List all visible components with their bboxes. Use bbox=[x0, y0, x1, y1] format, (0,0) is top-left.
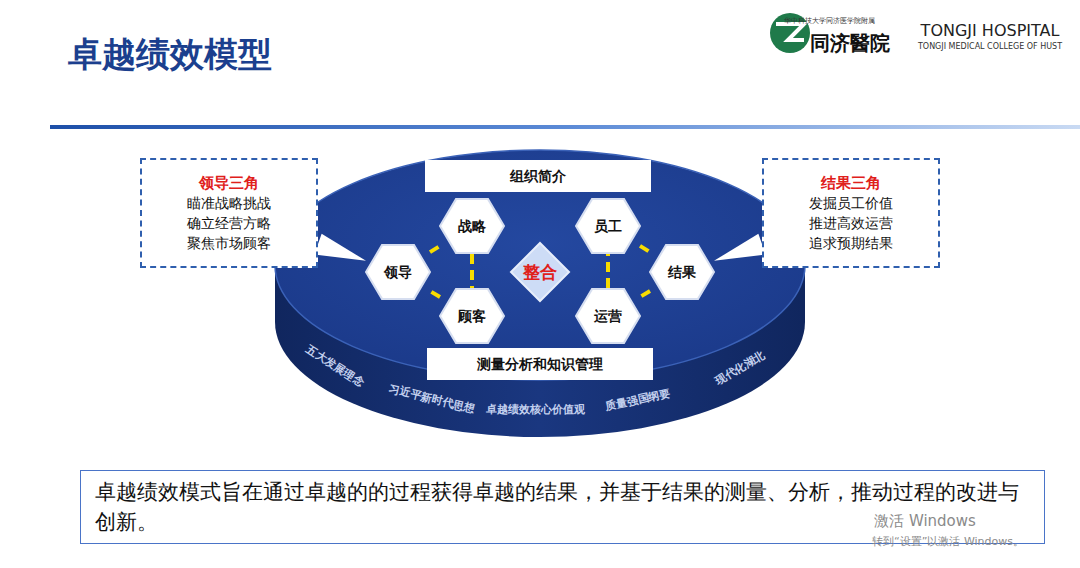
node-label: 顾客 bbox=[458, 307, 486, 325]
triangle-dashed-link bbox=[640, 246, 650, 252]
triangle-dashed-link bbox=[430, 291, 440, 297]
node-label: 整合 bbox=[523, 263, 557, 281]
integration-diamond: 整合 bbox=[511, 243, 569, 301]
node-label: 测量分析和知识管理 bbox=[477, 355, 603, 373]
hexagon-node: 战略 bbox=[440, 198, 504, 254]
rim-label: 卓越绩效核心价值观 bbox=[486, 402, 585, 417]
callout-heading: 领导三角 bbox=[199, 173, 259, 193]
node-label: 战略 bbox=[458, 217, 486, 235]
callout-box: 结果三角发掘员工价值 推进高效运营 追求预期结果 bbox=[762, 158, 940, 268]
disk-top bbox=[275, 150, 805, 380]
title-rule bbox=[50, 125, 1080, 129]
page-title: 卓越绩效模型 bbox=[68, 32, 272, 78]
triangle-dashed-link bbox=[640, 291, 650, 297]
callout-body: 瞄准战略挑战 确立经营方略 聚焦市场顾客 bbox=[186, 193, 273, 253]
node-label: 运营 bbox=[594, 307, 622, 325]
logo-english-sub: TONGJI MEDICAL COLLEGE OF HUST bbox=[918, 42, 1062, 51]
callout-box: 领导三角瞄准战略挑战 确立经营方略 聚焦市场顾客 bbox=[140, 158, 318, 268]
callout-pointer bbox=[314, 234, 366, 261]
triangle-dashed-link bbox=[606, 254, 610, 288]
hexagon-node: 领导 bbox=[366, 244, 430, 300]
triangle-dashed-link bbox=[470, 254, 474, 288]
caption: 卓越绩效模式旨在通过卓越的的过程获得卓越的结果，并基于结果的测量、分析，推动过程… bbox=[80, 470, 1045, 544]
hexagon-node: 顾客 bbox=[440, 288, 504, 344]
watermark: 激活 Windows bbox=[874, 512, 976, 531]
hexagon-node: 员工 bbox=[576, 198, 640, 254]
logo-english: TONGJI HOSPITAL bbox=[921, 21, 1060, 40]
node-label: 领导 bbox=[384, 263, 412, 281]
node-label: 结果 bbox=[668, 263, 696, 281]
callout-pointer bbox=[714, 234, 766, 261]
hexagon-node: 结果 bbox=[650, 244, 714, 300]
watermark: 转到“设置”以激活 Windows。 bbox=[872, 534, 1024, 549]
callout-body: 发掘员工价值 推进高效运营 追求预期结果 bbox=[808, 193, 895, 253]
band-box: 组织简介 bbox=[425, 160, 651, 192]
triangle-dashed-link bbox=[430, 246, 440, 252]
node-label: 组织简介 bbox=[510, 167, 566, 185]
hexagon-node: 运营 bbox=[576, 288, 640, 344]
logo-mark bbox=[776, 24, 804, 40]
band-box: 测量分析和知识管理 bbox=[427, 348, 653, 380]
node-label: 员工 bbox=[594, 217, 622, 235]
logo-name: 同济醫院 bbox=[810, 30, 890, 57]
callout-heading: 结果三角 bbox=[821, 173, 881, 193]
logo-year: 1900 bbox=[781, 45, 799, 53]
logo-subtitle: 华中科技大学同济医学院附属 bbox=[784, 16, 875, 26]
